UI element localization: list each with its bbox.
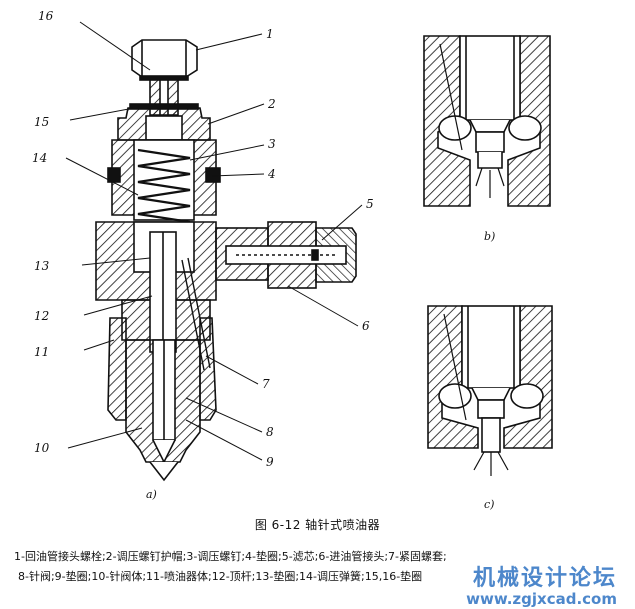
return-bolt-head — [131, 39, 198, 78]
callout-9: 9 — [266, 455, 274, 469]
callout-13: 13 — [34, 259, 50, 273]
watermark-url: www.zgjxcad.com — [466, 590, 617, 608]
callout-2: 2 — [267, 97, 276, 111]
subfigure-label-b: b) — [484, 230, 495, 243]
callout-7: 7 — [262, 377, 270, 391]
subfigure-label-c: c) — [484, 498, 494, 511]
detail-view-b — [423, 35, 551, 207]
callout-8: 8 — [266, 425, 274, 439]
callout-11: 11 — [34, 345, 49, 359]
detail-view-c — [427, 305, 553, 476]
callout-6: 6 — [362, 319, 370, 333]
gasket-15 — [129, 103, 199, 110]
callout-10: 10 — [34, 441, 50, 455]
callout-5: 5 — [366, 197, 374, 211]
injector-main-view — [95, 39, 357, 482]
gasket-16 — [139, 75, 189, 81]
figure-caption: 图 6-12 轴针式喷油器 — [254, 518, 381, 532]
callout-4: 4 — [267, 167, 276, 181]
callout-1: 1 — [266, 27, 274, 41]
callout-3: 3 — [268, 137, 276, 151]
callout-16: 16 — [38, 9, 54, 23]
leader-lines — [65, 21, 363, 461]
parts-legend-line-1: 1-回油管接头螺栓;2-调压螺钉护帽;3-调压螺钉;4-垫圈;5-滤芯;6-进油… — [14, 550, 447, 563]
tightening-nut — [107, 317, 127, 421]
callout-12: 12 — [34, 309, 49, 323]
watermark-text: 机械设计论坛 — [472, 566, 617, 591]
subfigure-label-a: a) — [146, 488, 157, 501]
callout-numbers: 16 1 15 2 3 4 14 5 13 6 12 11 7 8 10 9 — [32, 9, 374, 469]
site-watermark: 机械设计论坛 www.zgjxcad.com — [466, 560, 617, 608]
parts-legend-line-2: 8-针阀;9-垫圈;10-针阀体;11-喷油器体;12-顶杆;13-垫圈;14-… — [18, 570, 423, 583]
gasket-4 — [205, 167, 221, 183]
callout-14: 14 — [32, 151, 47, 165]
callout-15: 15 — [34, 115, 49, 129]
